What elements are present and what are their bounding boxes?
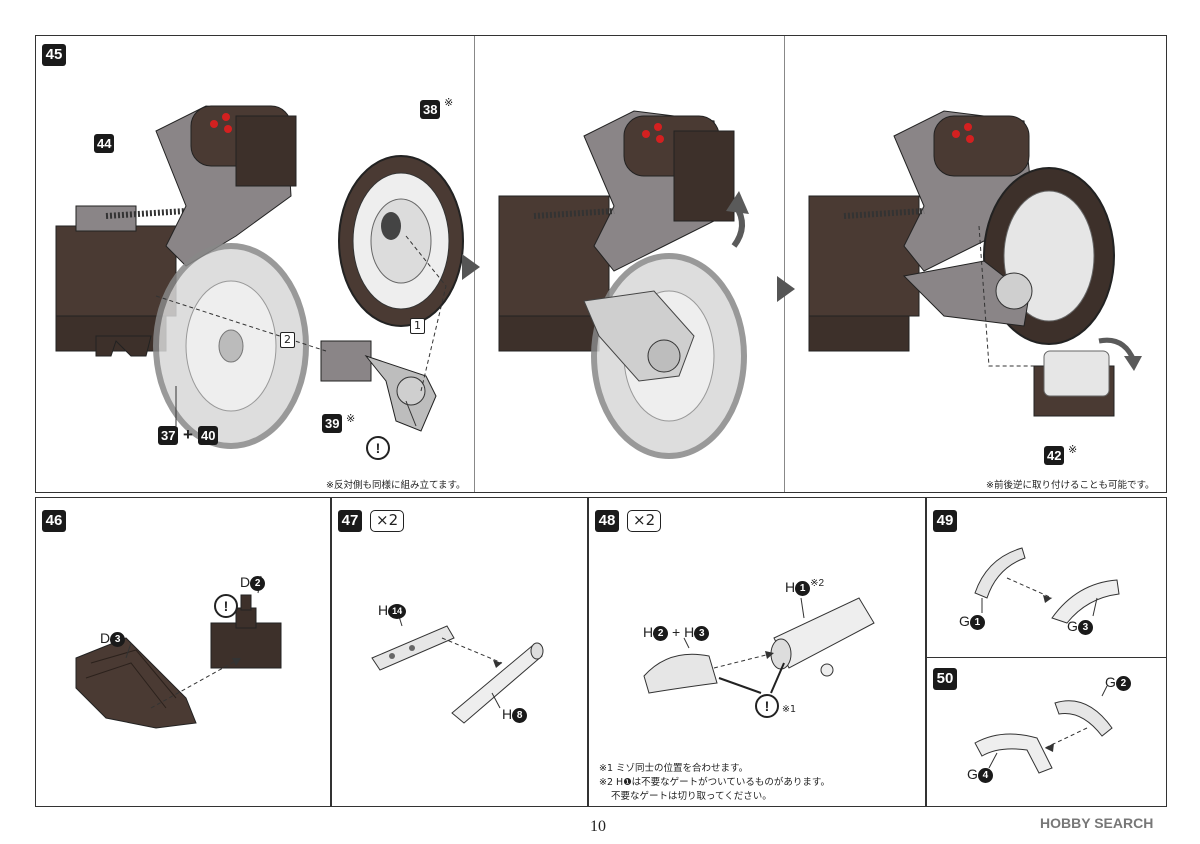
note-reversible-mounting: ※前後逆に取り付けることも可能です。 [986,480,1155,491]
step-45-panel: 45 44 38 ※ 39 ※ 37 [35,35,1167,493]
bike-assembly-illustration-2 [498,110,749,459]
order-1-marker: 1 [410,318,425,334]
next-step-arrow [462,254,480,280]
step-number: 50 [933,668,957,690]
step-number: 45 [42,44,66,66]
bike-assembly-illustration-3 [808,110,1142,417]
next-step-arrow [777,276,795,302]
part-37-label: 37 [158,426,179,445]
page-number: 10 [590,818,606,835]
step-number: 49 [933,510,957,532]
step-number: 46 [42,510,66,532]
step-46-illustration [75,575,282,729]
step-47-illustration [371,612,544,724]
note-assemble-opposite-side: ※反対側も同様に組み立てます。 [326,480,466,491]
order-2-marker: 2 [280,332,295,348]
part-42-mark: ※ [1068,443,1078,456]
part-39-label: 39 [322,414,343,433]
plus-sign: + [183,425,193,444]
part-38-label: 38 [420,100,441,119]
caution-icon: ! [366,436,390,460]
step-50-illustration [974,685,1113,774]
note-unneeded-gate: ※2 H❶は不要なゲートがついているものがあります。 [599,777,830,788]
note-align-grooves: ※1 ミゾ同士の位置を合わせます。 [599,763,749,774]
step-48-illustration [643,597,875,694]
part-40-label: 40 [198,426,219,445]
quantity-multiplier: ×2 [627,510,662,532]
step-49-illustration [974,547,1120,624]
part-42-label: 42 [1044,446,1065,465]
subpanel-divider [784,36,785,492]
caution-icon: ! [214,594,238,618]
watermark: HOBBY SEARCH [1040,815,1154,831]
note-cut-gate: 不要なゲートは切り取ってください。 [611,791,772,802]
caution-mark: ※1 [782,704,797,715]
quantity-multiplier: ×2 [370,510,405,532]
part-39-mark: ※ [346,412,356,425]
bike-assembly-illustration-1 [55,105,464,449]
part-38-mark: ※ [444,96,454,109]
caution-icon: ! [755,694,779,718]
step-number: 47 [338,510,362,532]
part-44-label: 44 [94,134,115,153]
step-number: 48 [595,510,619,532]
